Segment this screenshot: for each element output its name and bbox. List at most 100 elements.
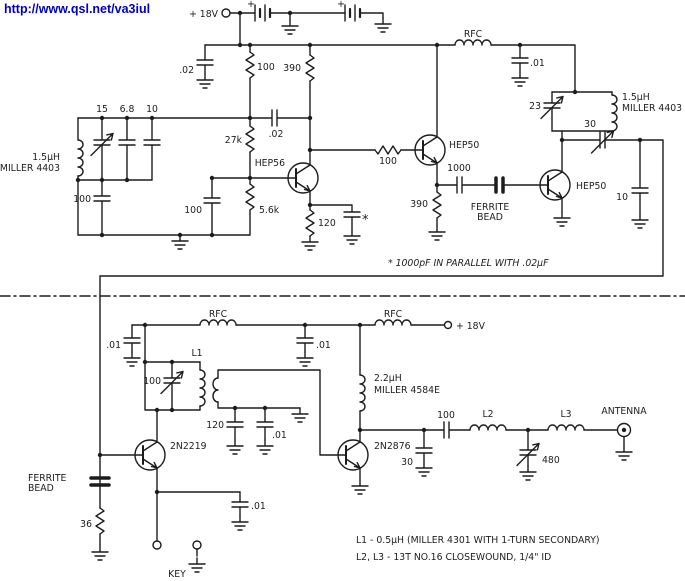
label-rfc2: RFC xyxy=(384,309,402,320)
capacitor-icon xyxy=(436,176,541,194)
label-q4: 2N2219 xyxy=(170,441,207,452)
ground-icon xyxy=(196,73,214,89)
label-r120: 120 xyxy=(318,218,336,229)
label-rfc1: RFC xyxy=(209,309,227,320)
trimmer-capacitor-icon xyxy=(519,429,537,467)
rfc-inductor-icon xyxy=(374,319,412,326)
capacitor-icon xyxy=(631,139,649,215)
label-c01-a: .01 xyxy=(106,340,121,351)
trimmer-capacitor-icon xyxy=(543,91,561,132)
ground-icon xyxy=(291,407,309,423)
label-q1: HEP56 xyxy=(255,158,285,169)
transistor-icon xyxy=(134,439,166,471)
label-r390-col: 390 xyxy=(283,63,301,74)
label-c01-key: .01 xyxy=(251,501,266,512)
ground-icon xyxy=(91,545,109,561)
label-l2: L2 xyxy=(482,409,493,420)
label-r100-feed: 100 xyxy=(257,62,275,73)
wire xyxy=(77,117,251,236)
wire xyxy=(551,91,613,213)
label-c480: 480 xyxy=(542,455,560,466)
resistor-icon xyxy=(95,507,105,535)
label-ferrite-2: BEAD xyxy=(477,212,503,223)
wire xyxy=(229,12,384,46)
junction-dots xyxy=(75,10,643,238)
key-terminal-icon xyxy=(192,540,202,550)
label-r390-em: 390 xyxy=(410,199,428,210)
battery-icon xyxy=(253,3,272,23)
transistor-icon xyxy=(414,134,446,166)
wire xyxy=(309,190,361,231)
capacitor-icon xyxy=(123,324,141,353)
label-l1: L1 xyxy=(191,348,202,359)
bottom-stage: RFC RFC + 18V .01 .01 100 L1 120 .01 2N2… xyxy=(28,309,647,580)
ground-icon xyxy=(188,557,206,573)
battery-plus-label: + xyxy=(337,0,345,10)
label-coil-osc-2: MILLER 4403 xyxy=(0,163,60,174)
ground-icon xyxy=(631,213,649,229)
ground-icon xyxy=(296,351,314,367)
wire xyxy=(99,409,241,557)
ground-icon xyxy=(256,439,274,455)
transistor-icon xyxy=(539,169,571,201)
resistor-icon xyxy=(305,54,315,82)
wire xyxy=(309,117,416,166)
note-l2-l3: L2, L3 - 13T NO.16 CLOSEWOUND, 1/4" ID xyxy=(356,552,551,563)
wire xyxy=(217,369,339,456)
label-ferrite-1: FERRITE xyxy=(471,202,510,213)
label-supply-bottom: + 18V xyxy=(456,321,486,332)
inductor-icon xyxy=(199,369,206,407)
label-q3: HEP50 xyxy=(576,181,606,192)
transistor-icon xyxy=(337,439,369,471)
resistor-icon xyxy=(432,191,442,219)
capacitor-icon xyxy=(231,491,249,517)
inductor-icon xyxy=(547,424,585,431)
capacitor-icon xyxy=(196,44,214,75)
ferrite-bead-icon xyxy=(494,176,505,194)
label-coil22-1: 2.2µH xyxy=(374,373,402,384)
transistor-icon xyxy=(287,162,319,194)
inductor-icon xyxy=(77,139,84,177)
capacitor-icon xyxy=(93,179,111,236)
star-note: * 1000pF IN PARALLEL WITH .02µF xyxy=(388,258,549,269)
resistor-icon xyxy=(245,51,255,79)
rfc-inductor-icon xyxy=(454,39,492,46)
resistor-icon xyxy=(245,125,255,153)
label-c100-tune: 100 xyxy=(143,376,161,387)
label-c1000: 1000 xyxy=(447,163,471,174)
ground-icon xyxy=(415,461,433,477)
label-antenna: ANTENNA xyxy=(601,406,647,417)
capacitor-icon xyxy=(118,117,136,181)
ground-icon xyxy=(553,211,571,227)
label-c15: 15 xyxy=(96,104,108,115)
top-stage: + 18V + + RFC .02 100 390 .01 .02 100 27… xyxy=(0,0,682,456)
ground-icon xyxy=(519,465,537,481)
capacitor-icon xyxy=(249,109,311,127)
resistor-icon xyxy=(305,209,315,237)
ground-icon xyxy=(511,71,529,87)
capacitor-icon xyxy=(143,117,161,181)
junction-dots xyxy=(97,322,531,495)
label-star-cap: * xyxy=(362,213,369,228)
trimmer-capacitor-icon xyxy=(163,361,181,411)
wire xyxy=(204,44,576,93)
label-c100-out: 100 xyxy=(437,410,455,421)
label-c10-tank: 10 xyxy=(146,104,158,115)
battery-icon xyxy=(343,3,362,23)
label-r27k: 27k xyxy=(225,135,243,146)
label-r100-cpl: 100 xyxy=(379,156,397,167)
inductor-icon xyxy=(611,94,618,132)
label-r56k: 5.6k xyxy=(259,205,280,216)
supply-terminal-icon xyxy=(443,320,453,330)
wire xyxy=(99,139,664,456)
label-coil-osc-1: 1.5µH xyxy=(32,152,60,163)
antenna-dot xyxy=(621,427,627,433)
label-c23: 23 xyxy=(529,101,541,112)
supply-terminal-icon xyxy=(221,8,231,18)
label-r36: 36 xyxy=(80,519,92,530)
label-rfc-top: RFC xyxy=(464,29,482,40)
label-c100-tank: 100 xyxy=(73,194,91,205)
label-coil-out-1: 1.5µH xyxy=(622,92,650,103)
